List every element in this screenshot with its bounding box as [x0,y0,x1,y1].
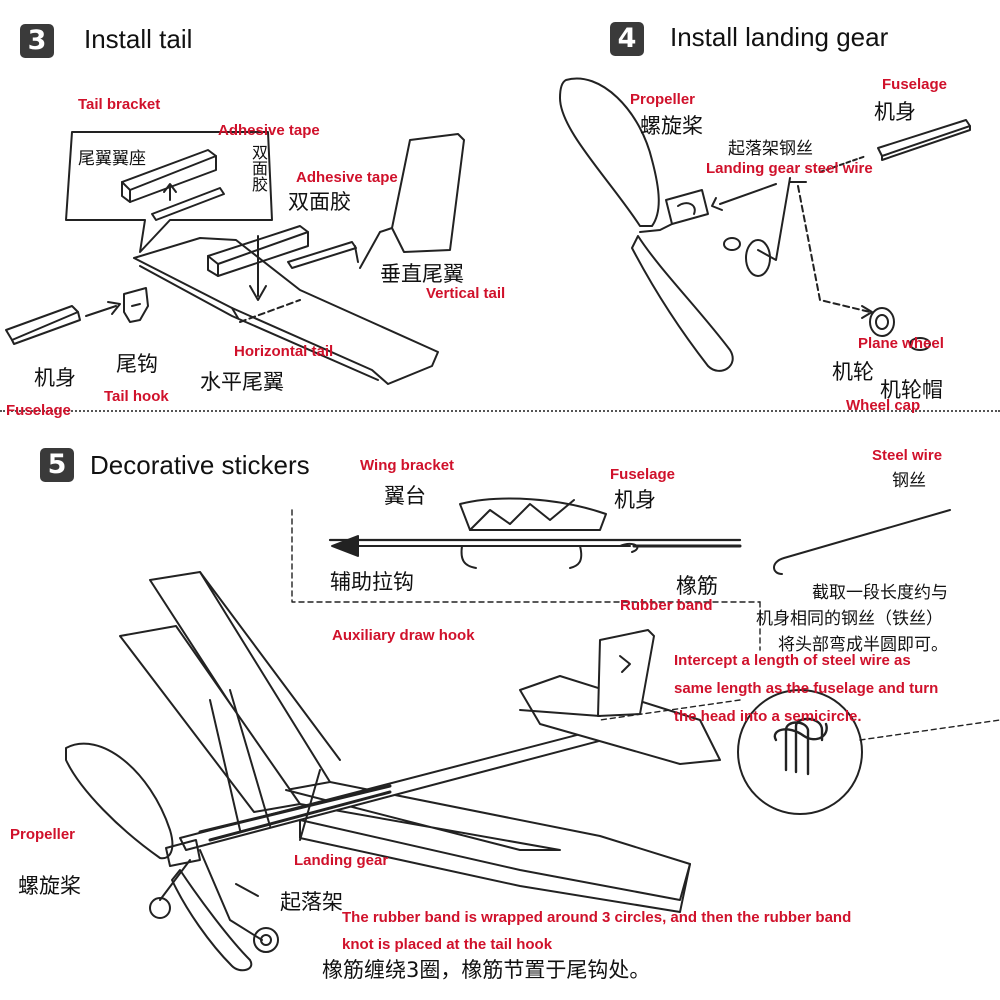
propeller-label-en-4: Propeller [630,91,696,108]
wire-instruction-zh-3: 将头部弯成半圆即可。 [778,635,948,655]
landing-gear-label-en: Landing gear [294,852,389,869]
rubber-note-en-2: knot is placed at the tail hook [342,936,553,953]
rubber-note-en-1: The rubber band is wrapped around 3 circ… [342,909,852,926]
wheel-cap-label-en: Wheel cap [846,397,921,414]
plane-wheel-label-en: Plane wheel [858,335,944,352]
step-4-title: Install landing gear [670,22,889,52]
tail-bracket-label-en: Tail bracket [78,96,161,113]
aux-hook-label-en: Auxiliary draw hook [332,627,475,644]
tail-hook-label-zh: 尾钩 [116,352,158,376]
fuselage-label-zh-4: 机身 [874,100,916,124]
wire-instruction-en-2: same length as the fuselage and turn [674,680,939,697]
step-3-title: Install tail [84,24,193,54]
step-4-badge: 4 [610,22,644,56]
wing-bracket-label-en: Wing bracket [360,457,455,474]
wire-instruction-zh-1: 截取一段长度约与 [812,583,948,603]
wire-instruction-en-1: Intercept a length of steel wire as [674,652,911,669]
rubber-note-zh: 橡筋缠绕3圈，橡筋节置于尾钩处。 [322,958,651,982]
wire-instruction-zh-2: 机身相同的钢丝（铁丝） [756,609,943,629]
adhesive-tape-label-en-1: Adhesive tape [218,122,320,139]
step-3-badge: 3 [20,24,54,58]
landing-gear-wire-label-zh: 起落架钢丝 [728,139,813,159]
fuselage-label-en-4: Fuselage [882,76,948,93]
steel-wire-label-zh: 钢丝 [892,471,926,491]
wire-instruction-en-3: the head into a semicircle. [674,708,862,725]
propeller-label-zh-4: 螺旋桨 [640,114,703,138]
landing-gear-label-zh: 起落架 [280,890,343,914]
steel-wire-label-en: Steel wire [872,447,943,464]
rubber-band-label-en: Rubber band [620,597,713,614]
horizontal-tail-drawing [133,237,439,385]
tail-bracket-label-zh: 尾翼翼座 [78,149,146,169]
aux-hook-label-zh: 辅助拉钩 [330,570,414,594]
fuselage-label-en-5: Fuselage [610,466,676,483]
rubber-band-label-zh: 橡筋 [676,574,718,598]
horizontal-tail-label-zh: 水平尾翼 [200,370,284,394]
landing-gear-wire-label-en: Landing gear steel wire [706,160,873,177]
step-5-badge: 5 [40,448,74,482]
double-tape-label-zh: 双面胶 [288,190,351,214]
step-5-title: Decorative stickers [90,450,310,480]
propeller-label-zh-5: 螺旋桨 [18,874,81,898]
adhesive-tape-label-en-2: Adhesive tape [296,169,398,186]
fuselage-label-zh-3: 机身 [34,366,76,390]
double-tape-label-zh-vertical: 双面胶 [249,144,268,192]
propeller-label-en-5: Propeller [10,826,76,843]
wing-bracket-label-zh: 翼台 [384,484,426,508]
tail-bracket-inset [65,131,273,253]
vertical-tail-label-zh: 垂直尾翼 [380,262,464,286]
fuselage-label-en-3: Fuselage [6,402,72,419]
fuselage-label-zh-5: 机身 [614,488,656,512]
wheel-cap-label-zh: 机轮帽 [880,378,943,402]
plane-wheel-label-zh: 机轮 [832,360,874,384]
horizontal-tail-label-en: Horizontal tail [234,343,334,360]
tail-hook-label-en: Tail hook [104,388,169,405]
vertical-tail-label-en: Vertical tail [426,285,506,302]
section-divider [0,410,1000,412]
